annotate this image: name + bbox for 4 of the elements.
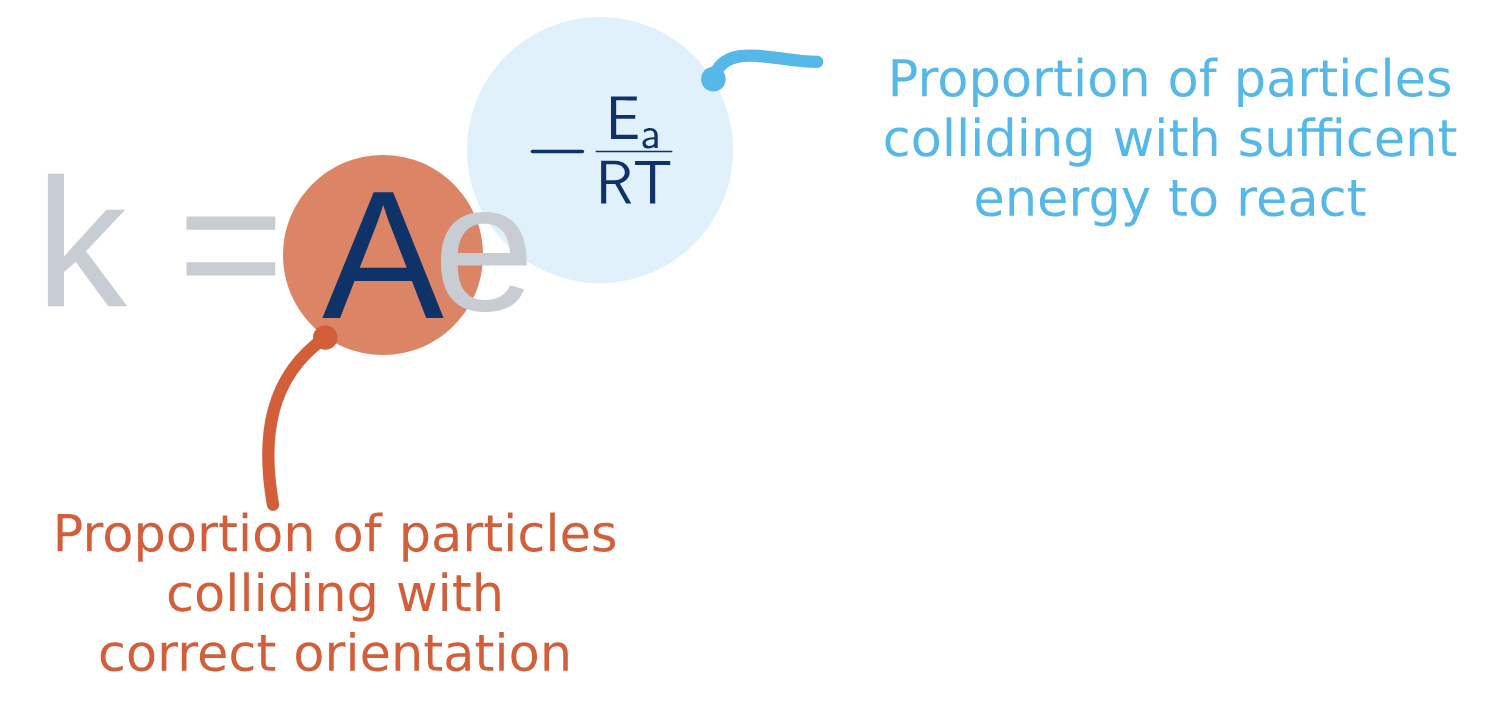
leader-line	[262, 325, 338, 511]
annotation-text: Proportion of particles colliding with correct orientation	[57, 512, 615, 672]
annotation-text: Proportion of particles colliding with sufficent energy to react	[885, 57, 1457, 227]
leader-line	[701, 49, 824, 92]
